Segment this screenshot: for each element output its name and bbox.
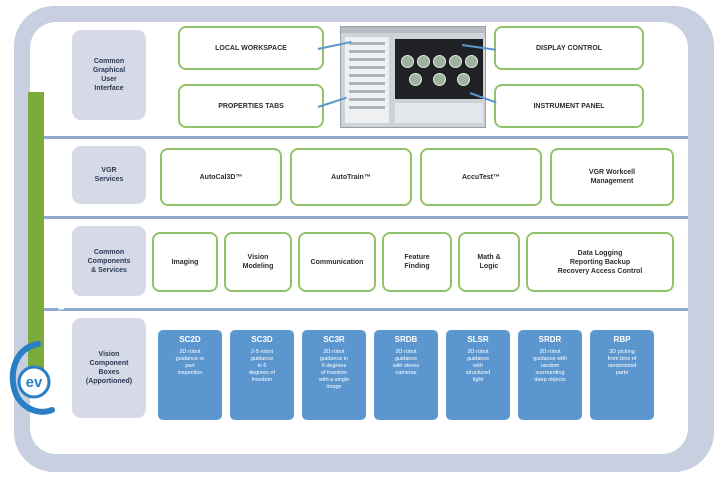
vision-box-description: 2D robot guidance or part inspection	[175, 349, 205, 376]
gauge-icon	[409, 73, 422, 86]
component-data-logging: Data Logging Reporting Backup Recovery A…	[526, 232, 674, 292]
vision-box-name: SRDB	[394, 335, 418, 344]
vision-box-srdr: SRDR 3D robot guidance with random surro…	[518, 330, 582, 420]
row-divider	[30, 308, 688, 311]
screenshot-menu-bar	[341, 27, 485, 33]
component-math-logic: Math & Logic	[458, 232, 520, 292]
vision-box-slsr: SLSR 3D robot guidance with structured l…	[446, 330, 510, 420]
service-vgr-workcell-management: VGR Workcell Management	[550, 148, 674, 206]
screenshot-workspace-pane	[345, 37, 389, 123]
gauge-icon	[465, 55, 478, 68]
gauge-icon	[433, 55, 446, 68]
vision-box-name: SC3D	[251, 335, 273, 344]
component-vision-modeling: Vision Modeling	[224, 232, 292, 292]
component-imaging: Imaging	[152, 232, 218, 292]
vision-box-description: 2-5 robot guidance in 6 degrees of freed…	[249, 349, 275, 383]
vision-box-sc2d: SC2D 2D robot guidance or part inspectio…	[158, 330, 222, 420]
vision-box-name: RBP	[613, 335, 631, 344]
row-label-vgr-services: VGR Services	[72, 146, 146, 204]
local-workspace-box: LOCAL WORKSPACE	[178, 26, 324, 70]
vision-box-name: SC2D	[179, 335, 201, 344]
row-divider	[30, 136, 688, 139]
gauge-icon	[401, 55, 414, 68]
gauge-icon	[457, 73, 470, 86]
platform-label: Vision Guidance Software Platform	[57, 248, 66, 396]
vision-box-description: 3D robot guidance with structured light	[465, 349, 491, 383]
vision-box-description: 3D picking from bins of randomized parts	[607, 349, 637, 376]
platform-side-bar: Vision Guidance Software Platform	[28, 92, 66, 395]
service-autocal3d: AutoCal3D™	[160, 148, 282, 206]
row-label-common-components: Common Components & Services	[72, 226, 146, 296]
vision-box-srdb: SRDB 3D robot guidance with stereo camer…	[374, 330, 438, 420]
screenshot-properties-pane	[395, 103, 483, 123]
service-autotrain: AutoTrain™	[290, 148, 412, 206]
vision-box-description: 3D robot guidance with stereo cameras	[392, 349, 420, 376]
logo-text: ev	[26, 374, 43, 391]
display-control-box: DISPLAY CONTROL	[494, 26, 644, 70]
component-feature-finding: Feature Finding	[382, 232, 452, 292]
service-accutest: AccuTest™	[420, 148, 542, 206]
vision-box-description: 3D robot guidance in 6 degrees of freedo…	[318, 349, 350, 390]
vision-box-name: SRDR	[538, 335, 562, 344]
gauge-icon	[417, 55, 430, 68]
gauge-icon	[433, 73, 446, 86]
logo-swoosh-icon	[9, 341, 55, 415]
vision-box-rbp: RBP 3D picking from bins of randomized p…	[590, 330, 654, 420]
instrument-panel-box: INSTRUMENT PANEL	[494, 84, 644, 128]
component-communication: Communication	[298, 232, 376, 292]
row-label-vision-boxes: Vision Component Boxes (Apportioned)	[72, 318, 146, 418]
vision-box-description: 3D robot guidance with random surroundin…	[533, 349, 567, 383]
properties-tabs-box: PROPERTIES TABS	[178, 84, 324, 128]
vision-box-name: SLSR	[467, 335, 489, 344]
vision-box-name: SC3R	[323, 335, 345, 344]
gui-screenshot	[340, 26, 486, 128]
vision-box-sc3d: SC3D 2-5 robot guidance in 6 degrees of …	[230, 330, 294, 420]
row-divider	[30, 216, 688, 219]
gauge-icon	[449, 55, 462, 68]
logo-ring-icon	[17, 365, 51, 399]
screenshot-instrument-panel	[395, 39, 483, 99]
row-label-gui: Common Graphical User Interface	[72, 30, 146, 120]
ev-logo: ev	[9, 341, 55, 415]
vision-box-sc3r: SC3R 3D robot guidance in 6 degrees of f…	[302, 330, 366, 420]
